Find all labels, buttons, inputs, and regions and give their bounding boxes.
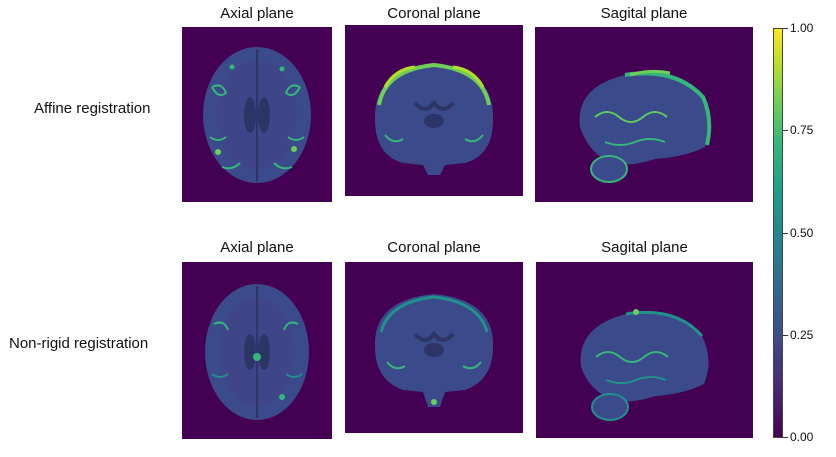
affine-axial-image xyxy=(182,27,332,202)
panel-title-nonrigid-sagittal: Sagital plane xyxy=(601,239,688,256)
colorbar-tick-label-0.25: 0.25 xyxy=(790,328,814,342)
affine-coronal-image xyxy=(345,25,523,196)
nonrigid-coronal-image xyxy=(345,262,523,433)
colorbar xyxy=(773,28,783,438)
colorbar-tick-label-0.00: 0.00 xyxy=(790,430,814,444)
panel-title-affine-coronal: Coronal plane xyxy=(387,5,481,22)
panel-title-nonrigid-coronal: Coronal plane xyxy=(387,239,481,256)
brain-coronal-slice xyxy=(374,294,494,407)
brain-axial-slice xyxy=(203,47,311,183)
colorbar-tick xyxy=(783,233,788,234)
affine-sagittal-image xyxy=(535,27,753,202)
brain-sagittal-slice xyxy=(580,309,709,421)
colorbar-tick-label-1.00: 1.00 xyxy=(790,21,814,35)
colorbar-tick xyxy=(783,437,788,438)
colorbar-tick-label-0.50: 0.50 xyxy=(790,226,814,240)
colorbar-tick-label-0.75: 0.75 xyxy=(790,123,814,137)
panel-title-affine-axial: Axial plane xyxy=(220,5,294,22)
brain-coronal-slice xyxy=(374,62,494,175)
colorbar-tick xyxy=(783,28,788,29)
row-label-nonrigid: Non-rigid registration xyxy=(9,335,149,352)
nonrigid-sagittal-image xyxy=(536,262,753,438)
brain-axial-slice xyxy=(205,284,309,420)
nonrigid-axial-image xyxy=(182,262,332,439)
colorbar-tick xyxy=(783,130,788,131)
row-label-affine: Affine registration xyxy=(34,100,151,117)
panel-title-affine-sagittal: Sagital plane xyxy=(600,5,688,22)
panel-title-nonrigid-axial: Axial plane xyxy=(220,239,294,256)
brain-sagittal-slice xyxy=(579,69,712,183)
colorbar-tick xyxy=(783,335,788,336)
